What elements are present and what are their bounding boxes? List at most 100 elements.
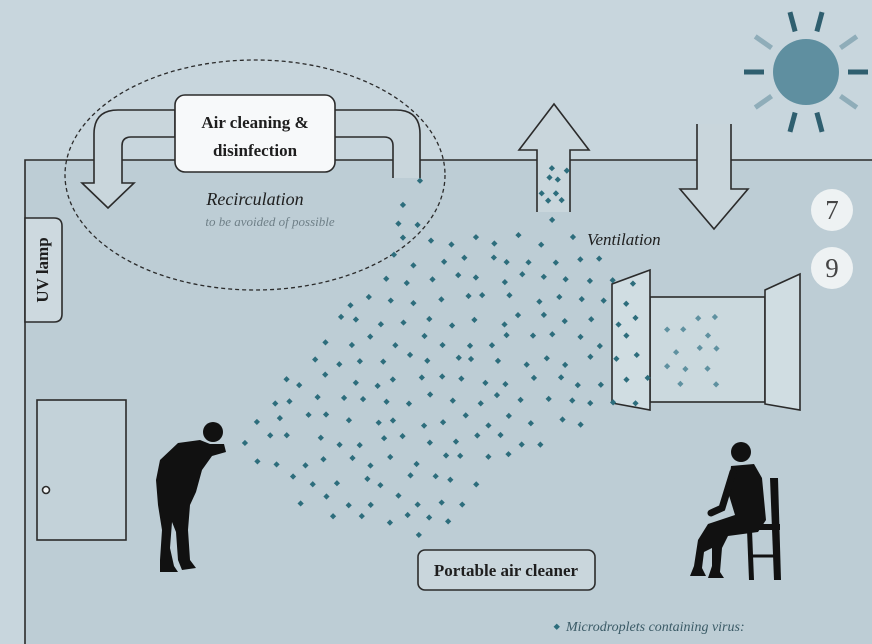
droplet-dot: [333, 480, 341, 487]
droplet-dot: [273, 461, 280, 468]
droplet-dot: [383, 398, 390, 405]
droplet-dot: [506, 292, 513, 299]
droplet-dot: [421, 332, 428, 340]
droplet-dot: [530, 374, 538, 382]
droplet-dot: [514, 312, 522, 319]
air-cleaning-unit: Air cleaning & disinfection: [174, 94, 336, 173]
droplet-dot: [438, 499, 445, 506]
droplet-dot: [367, 501, 374, 508]
droplet-dot: [588, 316, 595, 323]
droplet-dot: [322, 371, 329, 378]
droplet-dot: [312, 356, 319, 363]
droplet-dot: [367, 333, 374, 340]
droplet-dot: [471, 316, 478, 323]
droplet-dot: [523, 361, 530, 368]
sun-icon: [744, 11, 868, 133]
window-pane: [649, 296, 766, 403]
droplet-dot: [438, 296, 445, 303]
droplet-dot: [413, 460, 420, 468]
droplet-dot: [426, 315, 433, 323]
droplet-dot: [289, 473, 297, 480]
droplet-dot: [503, 259, 510, 266]
droplet-dot: [502, 381, 509, 388]
person-head: [203, 422, 223, 442]
sun-ray: [787, 11, 798, 33]
droplet-dot: [386, 519, 394, 526]
droplet-dot: [359, 396, 367, 403]
droplet-dot: [597, 381, 604, 388]
droplet-dot: [296, 381, 303, 389]
person-arm: [707, 468, 737, 517]
droplet-dot: [427, 391, 434, 398]
droplet-dot: [415, 531, 422, 539]
droplet-dot: [458, 375, 465, 382]
droplet-dot: [356, 358, 363, 365]
droplet-dot: [439, 419, 447, 426]
droplet-dot: [352, 316, 360, 323]
droplet-dot: [562, 276, 569, 283]
droplet-dot: [462, 412, 469, 419]
droplet-dot: [459, 501, 466, 508]
droplet-dot: [403, 279, 410, 287]
droplet-dot: [493, 391, 501, 399]
droplet-dot: [711, 313, 719, 321]
marker-number: 9: [825, 253, 839, 283]
ventilation-label: Ventilation: [587, 230, 661, 249]
droplet-dot: [485, 422, 492, 429]
reference-marker-7: 7: [811, 189, 853, 231]
droplet-dot: [623, 332, 630, 339]
droplet-dot: [406, 351, 414, 359]
droplet-dot: [336, 441, 343, 448]
sun-ray: [787, 111, 798, 133]
recirculation-intake-pipe-fill: [335, 110, 420, 178]
droplet-dot: [364, 475, 371, 483]
coughing-person-icon: [156, 422, 226, 572]
droplet-dot: [283, 432, 290, 439]
droplet-dot: [283, 376, 290, 383]
droplet-dot: [543, 355, 550, 362]
droplet-dot: [497, 431, 504, 439]
droplet-dot: [449, 397, 456, 404]
droplet-dot: [387, 297, 394, 304]
uv-lamp-label: UV lamp: [33, 237, 52, 302]
droplet-dot: [309, 481, 316, 488]
portable-air-cleaner-box: [417, 549, 596, 591]
droplet-dot: [365, 293, 372, 301]
droplet-dot: [399, 433, 406, 440]
droplet-icon: [553, 623, 560, 630]
droplet-dot: [286, 398, 293, 405]
sun-ray: [838, 94, 859, 110]
droplet-dot: [448, 322, 456, 329]
droplet-dot: [416, 177, 424, 184]
droplet-dot: [596, 342, 603, 350]
open-window-icon: [611, 268, 801, 411]
chair-seat: [744, 524, 780, 530]
recirculation-intake-pipe: [335, 109, 421, 178]
droplet-dot: [479, 291, 486, 299]
droplet-dot: [380, 435, 388, 442]
air-cleaning-label-line2: disinfection: [213, 141, 298, 160]
person-body: [156, 440, 226, 572]
droplet-dot: [424, 357, 431, 364]
droplet-dot: [253, 418, 261, 426]
droplet-dot: [426, 439, 433, 446]
droplet-dot: [680, 326, 687, 333]
droplet-dot: [505, 412, 512, 419]
legend-droplets-label: Microdroplets containing virus:: [565, 620, 745, 635]
droplet-dot: [503, 332, 510, 339]
droplet-dot: [383, 275, 390, 282]
droplet-dot: [276, 414, 283, 422]
droplet-dot: [461, 254, 468, 261]
droplet-dot: [448, 241, 455, 248]
droplet-dot: [615, 321, 622, 328]
droplet-dot: [488, 342, 496, 349]
room-walls: [24, 159, 872, 644]
droplet-dot: [457, 452, 464, 459]
droplet-dot: [410, 299, 417, 307]
droplet-dot: [348, 341, 356, 349]
droplet-dot: [377, 321, 384, 328]
droplet-dot: [400, 319, 407, 326]
droplet-dot: [455, 272, 462, 279]
droplet-dot: [600, 297, 607, 304]
droplet-dot: [587, 399, 594, 407]
